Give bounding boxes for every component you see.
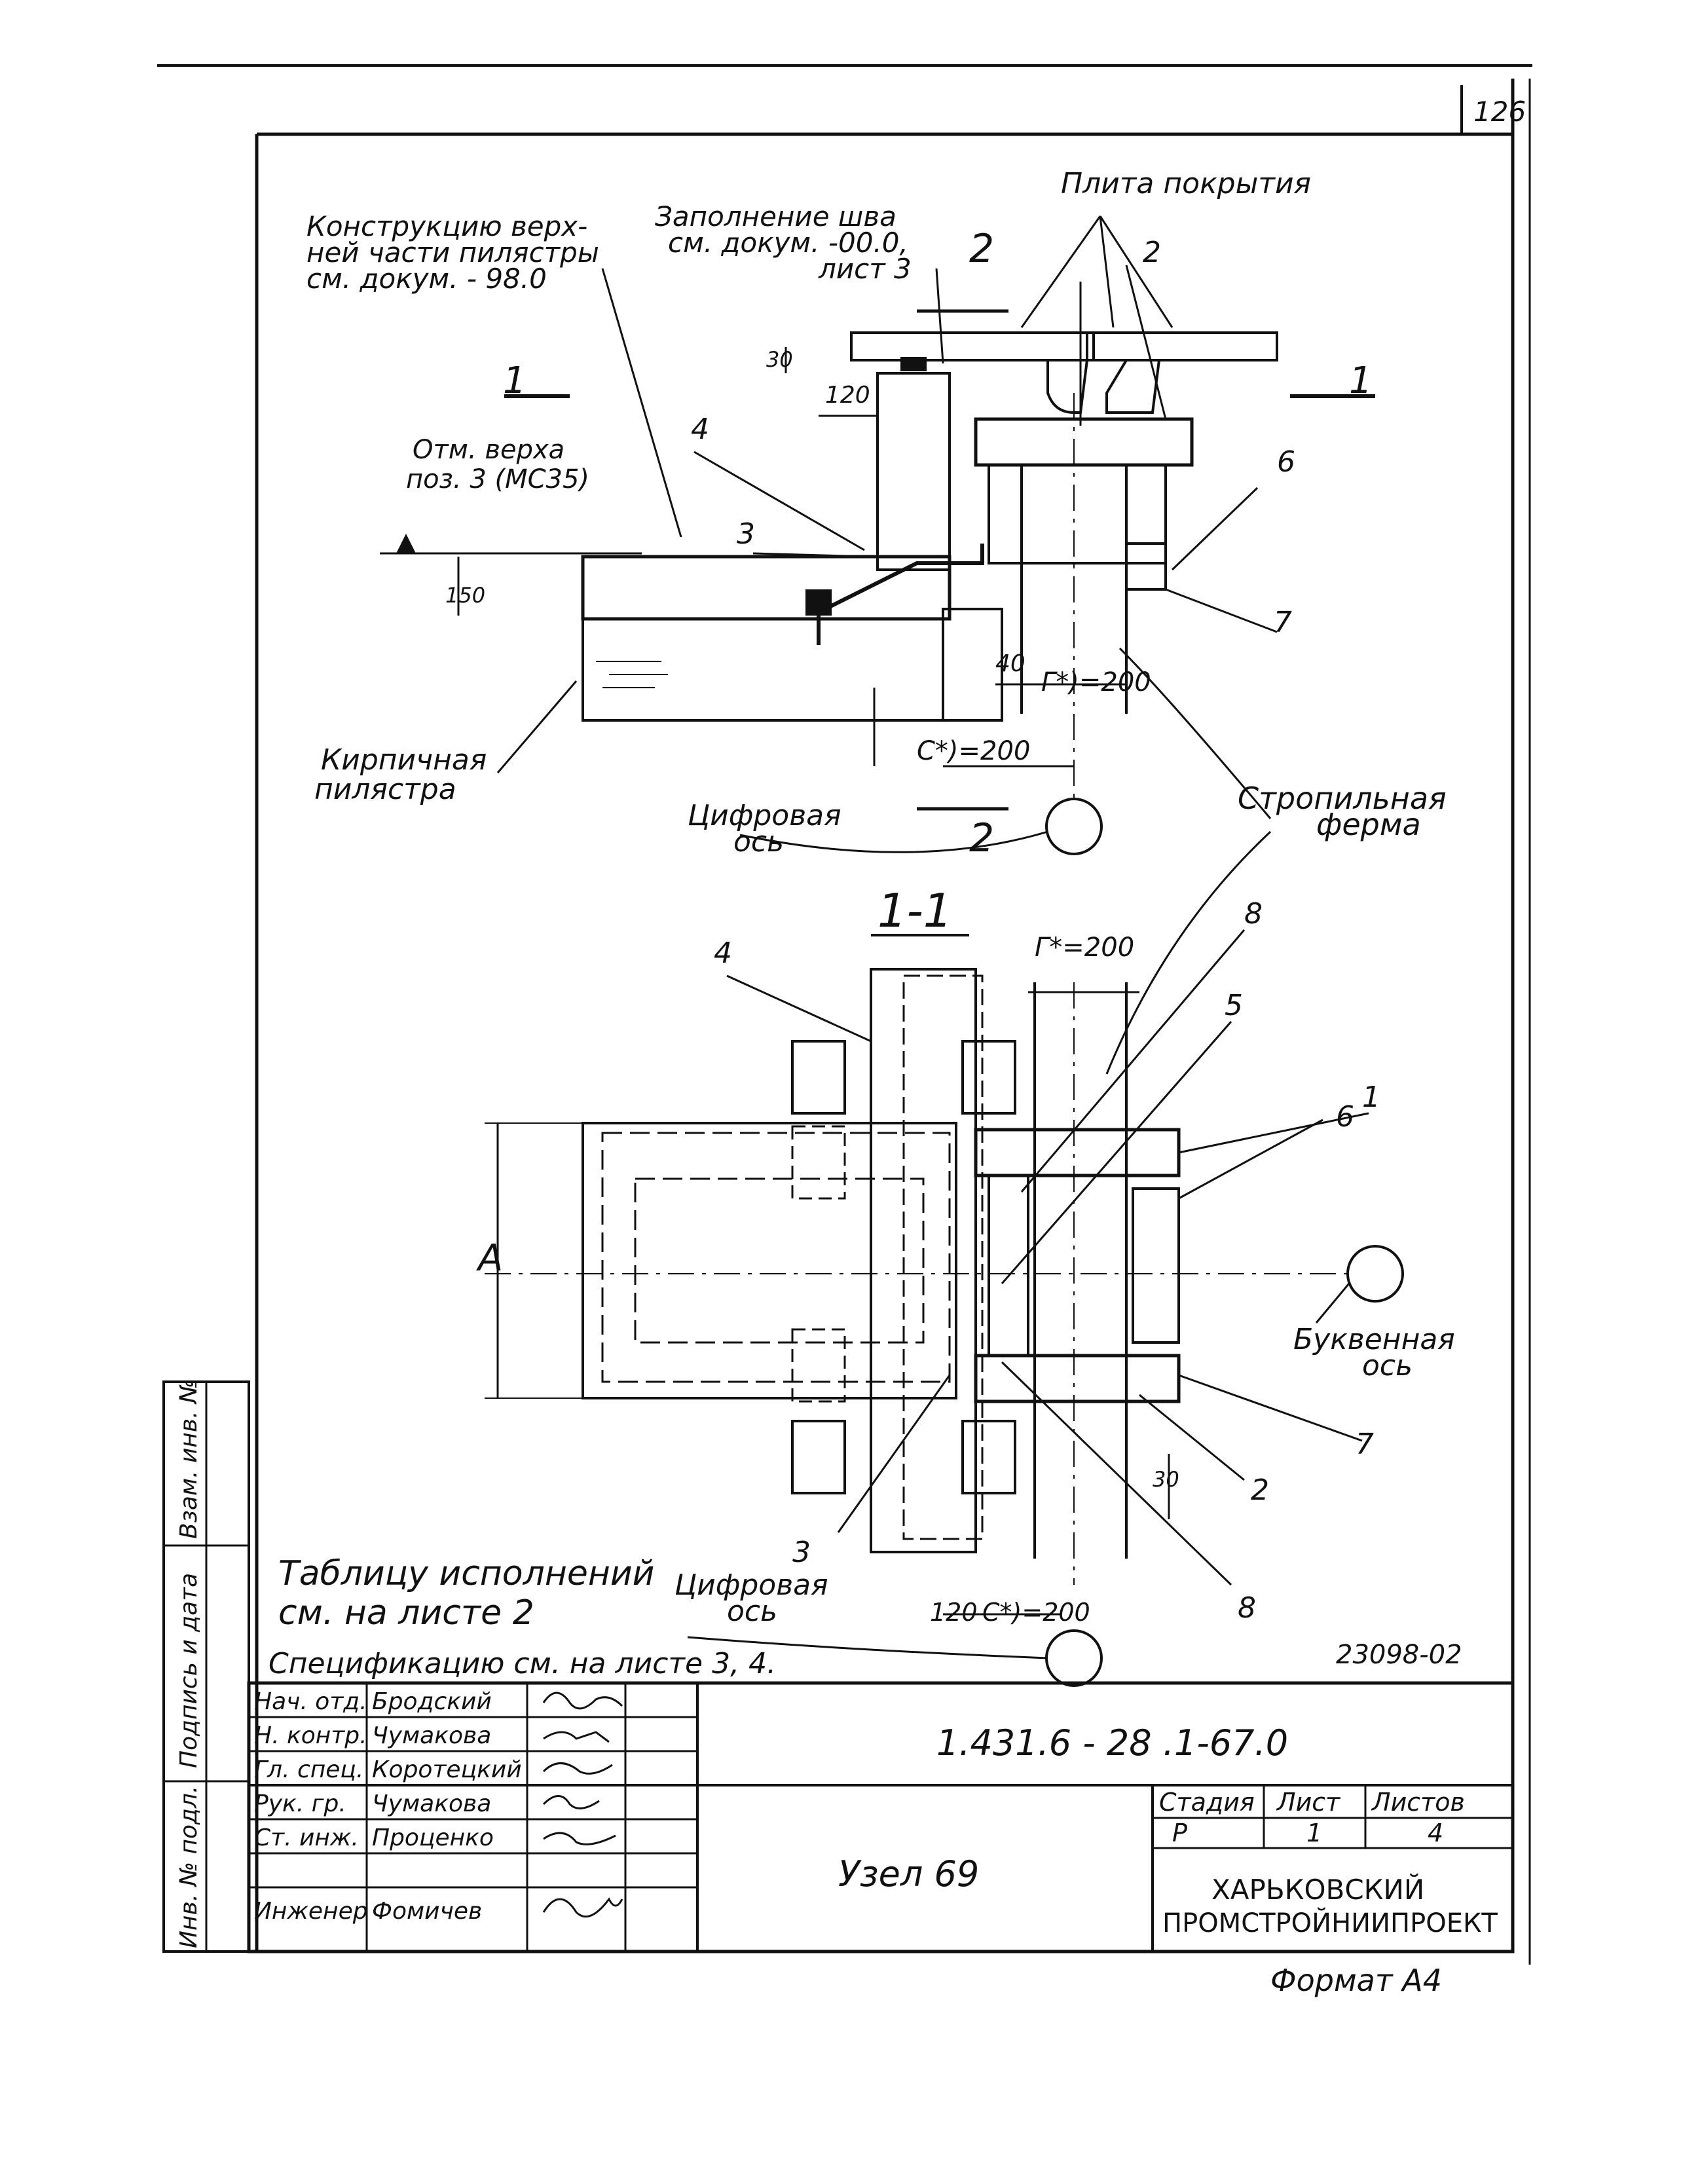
role-4: Ст. инж. <box>254 1824 359 1851</box>
section-view <box>485 929 1404 1687</box>
dim-30: 30 <box>766 347 793 372</box>
side-stamp-inv: Инв. № подл. <box>176 1786 202 1948</box>
sheets-header: Листов <box>1371 1788 1465 1817</box>
dim-150: 150 <box>445 583 485 608</box>
dim-120: 120 <box>825 382 870 409</box>
label-letter-axis: Буквенная ось <box>1293 1323 1464 1382</box>
role-2: Гл. спец. <box>254 1756 363 1783</box>
name-1: Чумакова <box>372 1722 491 1749</box>
plate-2 <box>974 1354 1181 1403</box>
name-3: Чумакова <box>372 1790 491 1817</box>
section-dim-g: Г*=200 <box>1035 933 1134 963</box>
bearing-plate-top <box>974 417 1194 467</box>
pos-4-top: 4 <box>691 413 709 446</box>
pos-7-section: 7 <box>1356 1428 1374 1461</box>
label-elevation: Отм. верха поз. 3 (МС35) <box>406 435 589 494</box>
brick-wall <box>876 372 951 571</box>
label-joint-fill: Заполнение шва см. докум. -00.0, лист 3 <box>655 200 917 285</box>
label-digit-axis-top: Цифровая ось <box>688 799 851 859</box>
role-6: Инженер <box>254 1898 368 1925</box>
role-1: Н. контр. <box>254 1722 367 1749</box>
role-3: Рук. гр. <box>254 1790 346 1817</box>
letter-axis-marker <box>1346 1245 1404 1303</box>
label-brick-pilaster: Кирпичная пилястра <box>314 743 496 806</box>
pilaster-plan <box>582 1122 957 1399</box>
cut-mark-bottom: 2 <box>969 815 994 861</box>
drawing-id: 23098-02 <box>1336 1640 1462 1670</box>
signatures <box>542 1692 623 1918</box>
stage-header: Стадия <box>1159 1788 1255 1817</box>
section-mark-left: 1 <box>503 360 527 402</box>
people-rows: Нач. отд. Бродский Н. контр. Чумакова Гл… <box>254 1688 522 1925</box>
digit-axis-marker-bottom <box>1045 1629 1103 1687</box>
cut-mark-top: 2 <box>969 226 994 272</box>
dim-40: 40 <box>995 650 1026 677</box>
dim-g200: Г*)=200 <box>1041 667 1151 697</box>
org-line-1: ХАРЬКОВСКИЙ <box>1211 1873 1424 1906</box>
anchor-bolt <box>805 589 832 616</box>
sheet-header: Лист <box>1276 1788 1341 1817</box>
roof-slab-right <box>1086 331 1278 361</box>
pos-6-top: 6 <box>1277 445 1295 479</box>
section-mark-right: 1 <box>1349 360 1373 402</box>
plate-1 <box>974 1128 1181 1177</box>
section-dim-30: 30 <box>1153 1467 1179 1492</box>
section-dim-a: А <box>476 1237 503 1280</box>
side-stamp-sign: Подпись и дата <box>176 1573 202 1768</box>
note-table: Таблицу исполнений <box>278 1554 654 1593</box>
brick-pilaster <box>582 618 944 722</box>
digit-axis-marker-top <box>1045 798 1103 855</box>
format-label: Формат А4 <box>1270 1963 1442 1998</box>
section-title: 1-1 <box>878 884 952 938</box>
sheets-value: 4 <box>1428 1819 1443 1847</box>
pos-7-top: 7 <box>1274 606 1292 639</box>
name-4: Проценко <box>372 1824 494 1851</box>
sheet-value: 1 <box>1306 1819 1322 1847</box>
section-dim-120: 120 <box>930 1598 978 1627</box>
note-sheet: см. на листе 2 <box>278 1593 534 1633</box>
pos-8-section-bottom: 8 <box>1238 1591 1256 1625</box>
name-6: Фомичев <box>372 1898 482 1925</box>
top-view <box>380 215 1375 1075</box>
pos-3-section: 3 <box>792 1536 811 1569</box>
label-truss: Стропильная ферма <box>1238 781 1456 842</box>
label-digit-axis-bottom: Цифровая ось <box>674 1568 838 1628</box>
pos-5-section: 5 <box>1225 989 1243 1022</box>
side-stamp <box>162 1380 250 1953</box>
pos-2-section: 2 <box>1251 1473 1269 1507</box>
dim-c200: С*)=200 <box>917 736 1030 766</box>
label-roof-slab: Плита покрытия <box>1061 167 1311 200</box>
pos-8-section-top: 8 <box>1244 897 1263 931</box>
name-0: Бродский <box>372 1688 492 1715</box>
pos-1-section: 1 <box>1362 1081 1380 1114</box>
title-block <box>247 1681 1515 1953</box>
pos-2-top: 2 <box>1143 236 1161 269</box>
wall-plan <box>870 968 977 1553</box>
sheet-number: 126 <box>1473 96 1526 128</box>
position-6-plate <box>1125 542 1167 591</box>
joint-filler <box>900 357 927 371</box>
roof-slab-left <box>850 331 1095 361</box>
side-stamp-replace: Взам. инв. № <box>176 1379 202 1539</box>
name-2: Коротецкий <box>372 1756 522 1783</box>
section-dim-c: С*)=200 <box>982 1598 1090 1627</box>
note-spec: Спецификацию см. на листе 3, 4. <box>268 1647 776 1680</box>
role-0: Нач. отд. <box>254 1688 367 1715</box>
anchor-bar <box>817 544 984 614</box>
label-structure: Конструкцию верх- ней части пилястры см.… <box>306 210 608 295</box>
pos-3-top: 3 <box>737 517 755 551</box>
pos-6-section-label: 6 <box>1336 1100 1354 1134</box>
pilaster-cap <box>581 555 952 621</box>
node-name: Узел 69 <box>838 1853 979 1895</box>
org-line-2: ПРОМСТРОЙНИИПРОЕКТ <box>1162 1907 1498 1938</box>
drawing-code: 1.431.6 - 28 .1-67.0 <box>936 1722 1288 1764</box>
stage-value: Р <box>1172 1819 1187 1847</box>
pos-4-section: 4 <box>714 936 732 970</box>
